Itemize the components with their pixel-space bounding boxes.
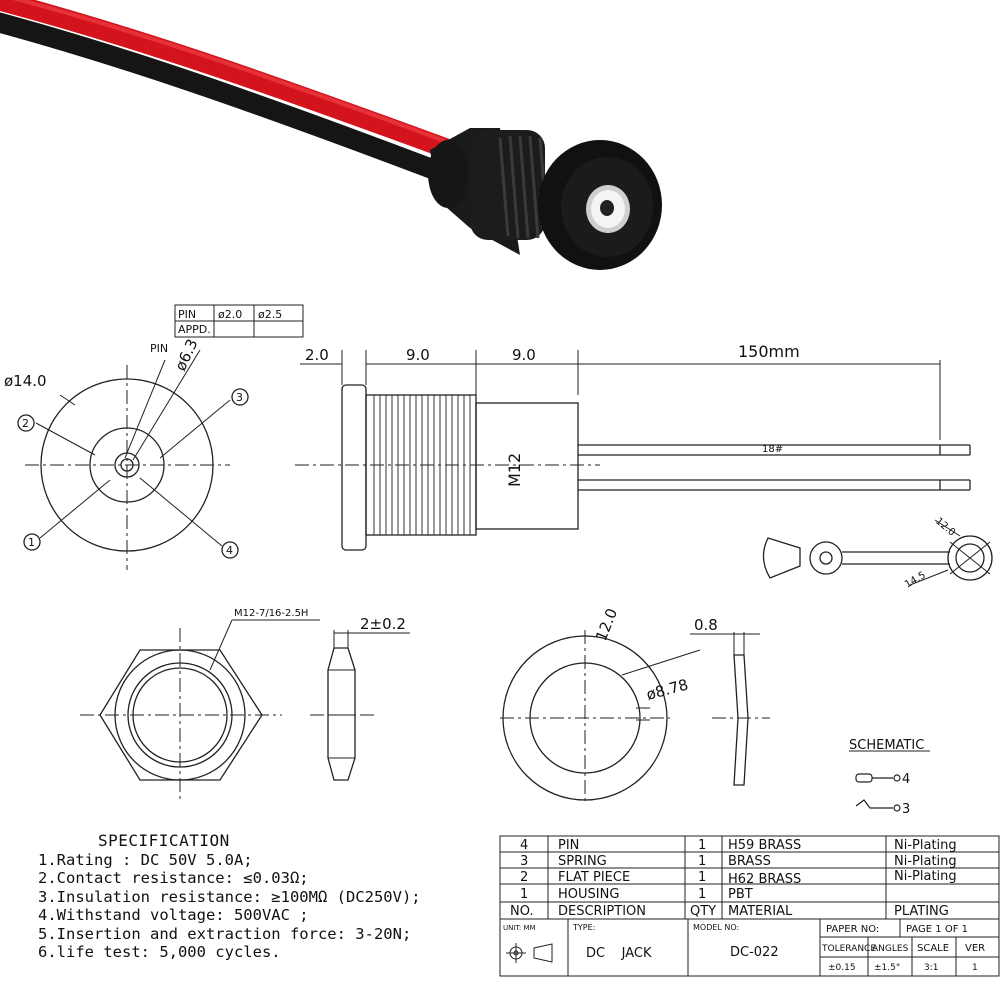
bom-header-plating: PLATING (894, 904, 949, 919)
bom-row-4-desc: PIN (558, 838, 579, 853)
spring-view (762, 519, 993, 586)
tb-model-label: MODEL NO: (693, 923, 739, 932)
tb-unit: UNIT: MM (503, 924, 536, 932)
pin-table-header-20: ø2.0 (218, 308, 242, 321)
pin-table-header-25: ø2.5 (258, 308, 282, 321)
washer-dim-12: 12.0 (592, 606, 621, 644)
bom-row-4-material: H59 BRASS (728, 838, 801, 853)
washer-thickness: 0.8 (694, 616, 718, 634)
bom-row-2-no: 2 (520, 870, 528, 885)
bom-row-2-plating: Ni-Plating (894, 869, 957, 884)
bom-row-3-plating: Ni-Plating (894, 854, 957, 869)
wire-gauge: 18# (762, 444, 783, 455)
pin-table-header-pin: PIN (178, 308, 196, 321)
pin-table (174, 304, 304, 338)
schematic-title: SCHEMATIC (849, 738, 924, 753)
specification-block: SPECIFICATION 1.Rating : DC 50V 5.0A; 2.… (38, 831, 488, 962)
bom-table (499, 835, 1000, 977)
tb-ver-val: 1 (972, 963, 978, 973)
front-pin-label: PIN (150, 342, 168, 355)
tb-angles: ANGLES (872, 944, 909, 954)
schematic-pin-4: 4 (902, 772, 910, 787)
spec-line-1: 1.Rating : DC 50V 5.0A; (38, 850, 253, 869)
spring-dim-145: 14.5 (903, 570, 928, 591)
tb-type-value: DC JACK (586, 946, 652, 961)
callout-2: 2 (22, 417, 29, 430)
spring-dim-12: 12.0 (933, 516, 957, 539)
schematic-pin-3: 3 (902, 802, 910, 817)
bom-row-1-desc: HOUSING (558, 887, 619, 902)
product-photo (0, 0, 1000, 300)
tb-page: PAGE 1 OF 1 (906, 924, 968, 935)
callout-1: 1 (28, 536, 35, 549)
bom-header-no: NO. (510, 904, 534, 919)
bom-row-4-no: 4 (520, 838, 528, 853)
tb-type-label: TYPE: (572, 923, 595, 932)
spec-line-4: 4.Withstand voltage: 500VAC ; (38, 906, 309, 924)
tb-scale: SCALE (917, 943, 949, 954)
spec-line-6: 6.life test: 5,000 cycles. (38, 943, 281, 961)
spec-line-3: 3.Insulation resistance: ≥100MΩ (DC250V)… (38, 887, 421, 906)
bom-row-3-no: 3 (520, 854, 528, 869)
callout-3: 3 (236, 391, 243, 404)
bom-header-material: MATERIAL (728, 904, 793, 919)
bom-header-desc: DESCRIPTION (558, 904, 646, 919)
front-view (17, 349, 249, 570)
side-view (295, 350, 971, 551)
bom-row-4-plating: Ni-Plating (894, 838, 957, 853)
specification-title: SPECIFICATION (98, 831, 230, 850)
projection-symbol-icon (506, 943, 553, 963)
side-view-threads (373, 395, 471, 535)
bom-row-1-material: PBT (728, 887, 753, 902)
thread-m12: M12 (505, 453, 524, 487)
tb-ver: VER (965, 943, 985, 954)
callout-4: 4 (226, 544, 233, 557)
bom-row-3-desc: SPRING (558, 854, 607, 869)
tb-ang-val: ±1.5° (874, 963, 900, 973)
tb-model-value: DC-022 (730, 945, 779, 960)
nut-view (80, 619, 410, 800)
bom-row-3-qty: 1 (698, 854, 706, 869)
spec-line-2: 2.Contact resistance: ≤0.03Ω; (38, 869, 309, 887)
tb-paper-no: PAPER NO: (826, 924, 879, 935)
bom-row-1-qty: 1 (698, 887, 706, 902)
tb-tol-val: ±0.15 (828, 963, 856, 973)
bom-row-3-material: BRASS (728, 854, 771, 869)
dim-9-0-b: 9.0 (512, 346, 536, 364)
pin-table-appd: APPD. (178, 323, 211, 336)
bom-row-4-qty: 1 (698, 838, 706, 853)
bom-row-2-material: H62 BRASS (728, 872, 801, 887)
dim-9-0-a: 9.0 (406, 346, 430, 364)
washer-view (500, 630, 770, 805)
dim-150mm: 150mm (738, 342, 800, 361)
front-dia-140: ø14.0 (4, 372, 47, 390)
washer-dim-878: ø8.78 (644, 675, 690, 703)
spec-line-5: 5.Insertion and extraction force: 3-20N; (38, 924, 412, 943)
tb-scale-val: 3:1 (924, 963, 938, 973)
nut-thickness: 2±0.2 (360, 615, 406, 633)
bom-row-2-qty: 1 (698, 870, 706, 885)
schematic (849, 750, 930, 812)
dim-2-0: 2.0 (305, 346, 329, 364)
bom-row-1-no: 1 (520, 887, 528, 902)
bom-header-qty: QTY (690, 904, 716, 919)
nut-thread-spec: M12-7/16-2.5H (234, 608, 308, 619)
tb-tolerance: TOLERANCE (821, 944, 876, 954)
bom-row-2-desc: FLAT PIECE (558, 870, 630, 885)
